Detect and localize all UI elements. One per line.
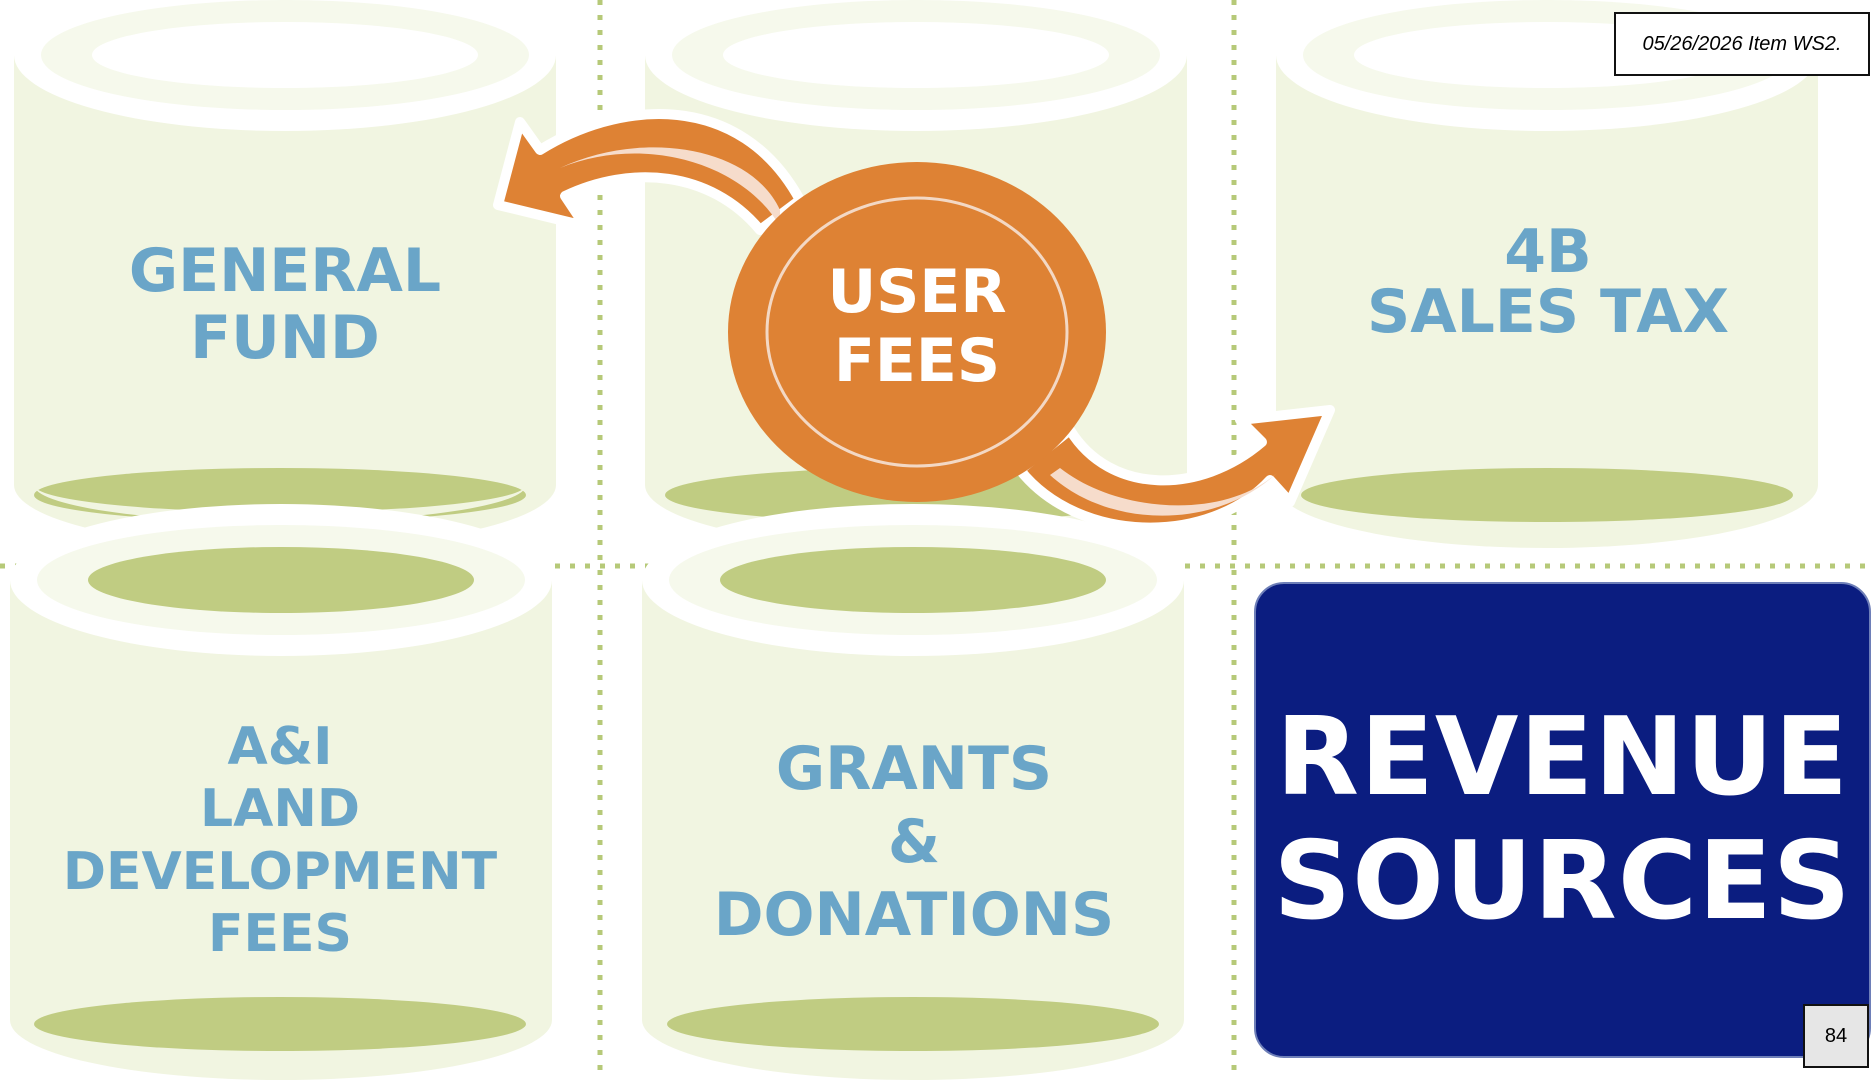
- label-grants-line-2: &: [887, 807, 941, 878]
- user-fees-badge: [728, 162, 1106, 502]
- label-general-fund-line-2: FUND: [190, 303, 380, 374]
- label-general-fund: GENERAL FUND: [85, 236, 485, 374]
- label-general-fund-line-1: GENERAL: [128, 236, 442, 306]
- label-grants-line-1: GRANTS: [775, 734, 1053, 804]
- label-ai-land-development-fees: A&I LAND DEVELOPMENT FEES: [60, 716, 500, 966]
- document-item-tag: 05/26/2026 Item WS2.: [1614, 12, 1870, 76]
- label-4b-sales-tax: 4B SALES TAX: [1348, 222, 1748, 342]
- barrel-4b-sales-tax: [1276, 0, 1818, 548]
- label-user-fees-line-1: USER: [827, 257, 1007, 327]
- curved-arrow-left-icon: [493, 109, 805, 235]
- curved-arrow-right-icon: [1015, 405, 1335, 533]
- label-grants-donations: GRANTS & DONATIONS: [704, 733, 1124, 953]
- barrel-grants-donations: [642, 504, 1184, 1080]
- label-ai-line-1: A&I: [227, 717, 333, 777]
- label-4b-sales-tax-line-1: 4B: [1504, 217, 1592, 287]
- label-4b-sales-tax-line-2: SALES TAX: [1367, 277, 1729, 347]
- page-number: 84: [1803, 1004, 1869, 1068]
- barrel-ai-land-development-fees: [10, 504, 552, 1080]
- revenue-sources-title-panel: REVENUE SOURCES: [1254, 582, 1871, 1058]
- label-ai-line-4: FEES: [207, 904, 352, 965]
- title-line-1: REVENUE: [1275, 694, 1850, 820]
- label-user-fees: USER FEES: [767, 258, 1067, 396]
- label-user-fees-line-2: FEES: [833, 326, 1001, 396]
- label-ai-line-3: DEVELOPMENT: [62, 841, 498, 902]
- title-line-2: SOURCES: [1273, 819, 1852, 944]
- label-ai-line-2: LAND: [199, 779, 361, 840]
- label-grants-line-3: DONATIONS: [713, 880, 1115, 951]
- barrel-general-fund: [14, 0, 556, 548]
